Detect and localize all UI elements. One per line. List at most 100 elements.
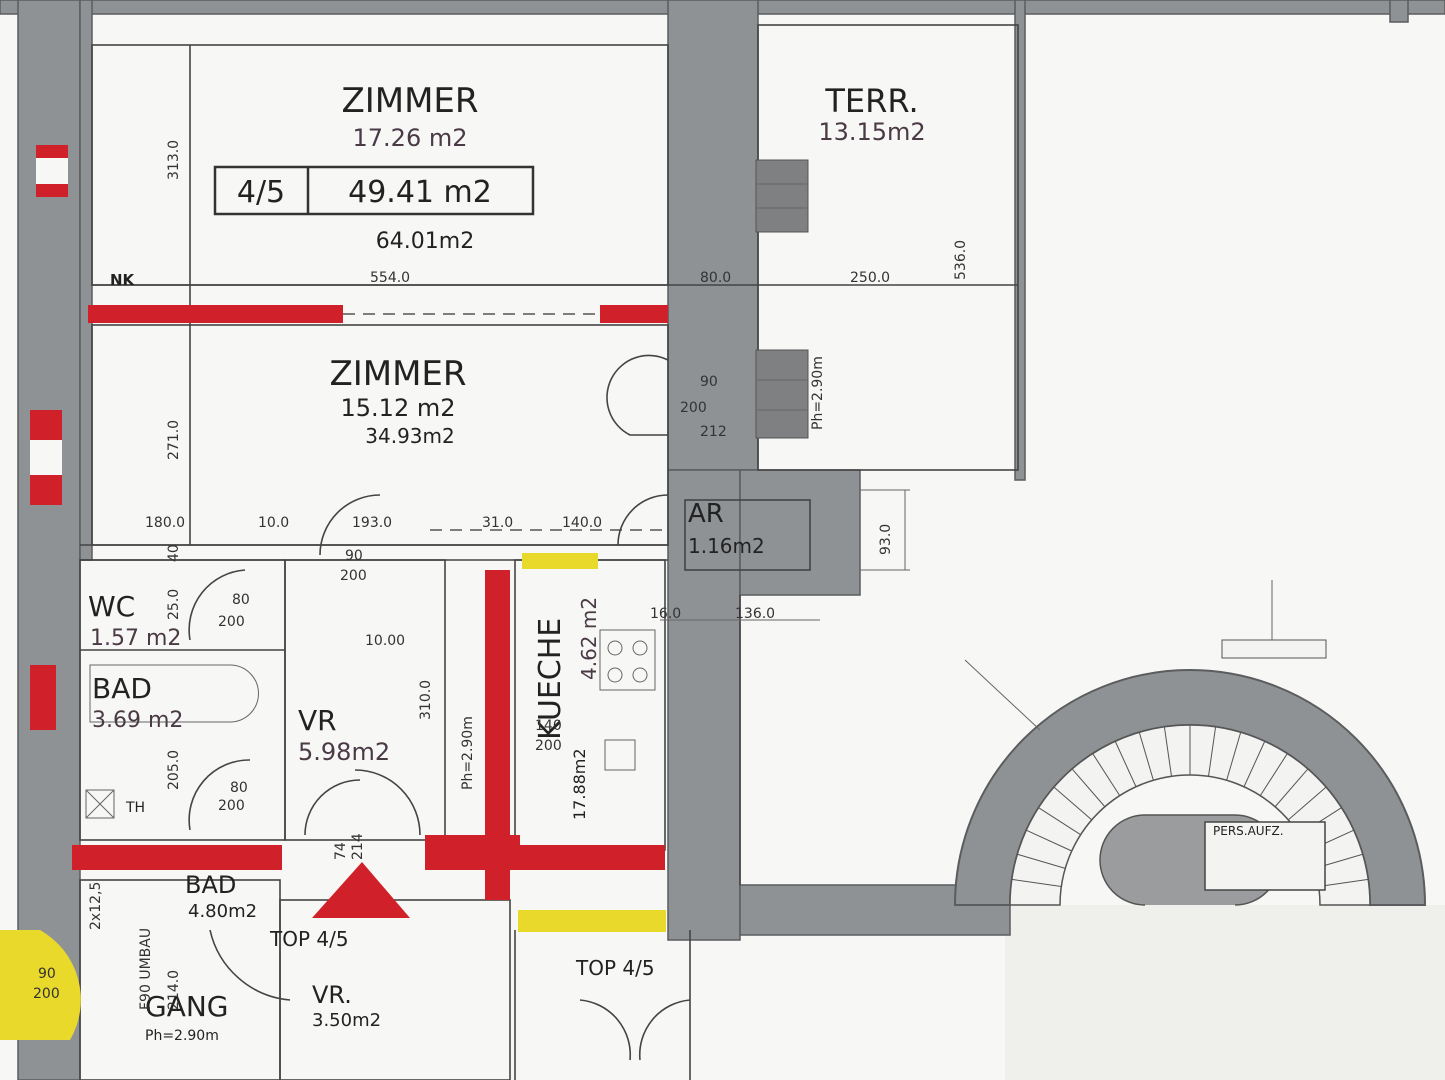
- dim-313: 313.0: [166, 140, 182, 180]
- dim-140: 140.0: [562, 515, 602, 531]
- gang-note: Ph=2.90m: [145, 1028, 219, 1044]
- dim-310: 310.0: [418, 680, 434, 720]
- dimension-lines: [660, 489, 910, 621]
- nk-label: NK: [110, 271, 136, 289]
- vr2-name: VR.: [312, 981, 352, 1009]
- stair-tread: [1243, 741, 1266, 787]
- window-gaps: [30, 158, 68, 475]
- door-ter-s: 212: [700, 424, 727, 440]
- bad1-name: BAD: [92, 672, 152, 705]
- ar-area: 1.16m2: [688, 534, 765, 558]
- stair-tread: [1138, 732, 1154, 781]
- dashed-lines: [343, 313, 668, 531]
- stair-tread: [1163, 726, 1172, 777]
- vr1-name: VR: [298, 704, 337, 737]
- stair-tread: [1038, 807, 1081, 836]
- yellow-marks: [0, 553, 666, 1040]
- dim-180: 180.0: [145, 515, 185, 531]
- dim-554: 554.0: [370, 270, 410, 286]
- dim-214: 214.0: [166, 970, 182, 1010]
- unit-box: [213, 165, 535, 216]
- door-swings: [188, 354, 691, 1061]
- dim-16: 16.0: [650, 606, 681, 622]
- door-bad-h: 200: [218, 798, 245, 814]
- umbau-label: F90 UMBAU: [138, 928, 154, 1010]
- bad2-name: BAD: [185, 871, 236, 899]
- kueche-name: KUECHE: [533, 618, 568, 740]
- dim-wc: 25.0: [166, 589, 182, 620]
- dim-205: 205.0: [166, 750, 182, 790]
- ph-vr: Ph=2.90m: [460, 716, 476, 790]
- dim-80: 80.0: [700, 270, 731, 286]
- zimmer1-name: ZIMMER: [341, 81, 478, 121]
- door-gang-h: 200: [33, 986, 60, 1002]
- door-ter-w: 90: [700, 374, 718, 390]
- terrace-stairs: [755, 159, 809, 439]
- ph-terr: Ph=2.90m: [810, 356, 826, 430]
- dim-mid: 40: [166, 544, 182, 562]
- top-label-b: TOP 4/5: [575, 956, 655, 980]
- bad2-area: 4.80m2: [188, 901, 257, 922]
- stair-tread: [1011, 878, 1062, 887]
- stair-tread: [1287, 786, 1327, 821]
- zimmer2-area: 15.12 m2: [341, 394, 456, 422]
- entry-arrow: [312, 862, 410, 918]
- stair-tread: [1026, 829, 1072, 852]
- vr-small-b: 214: [350, 833, 366, 860]
- th-label: TH: [125, 800, 145, 816]
- door-zim-h: 200: [340, 568, 367, 584]
- wc-area: 1.57 m2: [90, 626, 181, 651]
- zimmer1-volume: 64.01m2: [376, 229, 474, 254]
- dim-1000: 10.00: [365, 633, 405, 649]
- unit-total: 49.41 m2: [348, 175, 492, 210]
- fixtures: [85, 629, 656, 819]
- door-zim-w: 90: [345, 548, 363, 564]
- kueche-area: 4.62 m2: [577, 597, 601, 680]
- terr-area: 13.15m2: [818, 118, 925, 146]
- top-label-a: TOP 4/5: [269, 927, 349, 951]
- zimmer2-volume: 34.93m2: [365, 424, 454, 448]
- paper-fold: [1005, 905, 1445, 1080]
- zimmer2-name: ZIMMER: [329, 354, 466, 394]
- spiral-staircase: [953, 580, 1427, 906]
- zimmer1-area: 17.26 m2: [353, 124, 468, 152]
- unit-top: 4/5: [237, 175, 285, 210]
- dim-10: 10.0: [258, 515, 289, 531]
- dim-271: 271.0: [166, 420, 182, 460]
- door-kue-w: 140: [535, 718, 562, 734]
- terr-name: TERR.: [824, 82, 918, 120]
- gang-name: GANG: [145, 990, 229, 1023]
- ar-name: AR: [688, 499, 724, 529]
- lift-label: PERS.AUFZ.: [1213, 824, 1284, 838]
- door-wc-h: 200: [218, 614, 245, 630]
- vr2-area: 3.50m2: [312, 1010, 381, 1031]
- room-labels: ZIMMER 17.26 m2 4/5 49.41 m2 64.01m2 TER…: [88, 81, 1284, 1044]
- small-labels: NK TH F90 UMBAU 2x12,5: [88, 271, 154, 1010]
- vr1-area: 5.98m2: [298, 738, 390, 766]
- stair-tread: [1053, 786, 1093, 821]
- stair-tread: [1092, 753, 1121, 796]
- dim-536: 536.0: [953, 240, 969, 280]
- door-gang-w: 90: [38, 966, 56, 982]
- dim-136: 136.0: [735, 606, 775, 622]
- red-walls: [30, 145, 668, 900]
- dimension-labels: 554.0 80.0 250.0 536.0 313.0 271.0 180.0…: [33, 140, 969, 1010]
- stair-tread: [1274, 768, 1309, 808]
- dim-93: 93.0: [878, 524, 894, 555]
- kueche-volume: 17.88m2: [570, 748, 589, 820]
- vr-small-a: 74: [333, 842, 349, 860]
- wc-name: WC: [88, 590, 135, 623]
- stair-tread: [1259, 753, 1288, 796]
- stair-tread: [1071, 768, 1106, 808]
- dim-193: 193.0: [352, 515, 392, 531]
- stair-tread: [1226, 732, 1242, 781]
- bad1-area: 3.69 m2: [92, 708, 183, 733]
- door-bad-w: 80: [230, 780, 248, 796]
- stair-tread: [1017, 853, 1066, 869]
- door-ter-h: 200: [680, 400, 707, 416]
- stair-tread: [1208, 726, 1217, 777]
- wall-ref-label: 2x12,5: [88, 882, 104, 930]
- stair-tread: [1318, 878, 1369, 887]
